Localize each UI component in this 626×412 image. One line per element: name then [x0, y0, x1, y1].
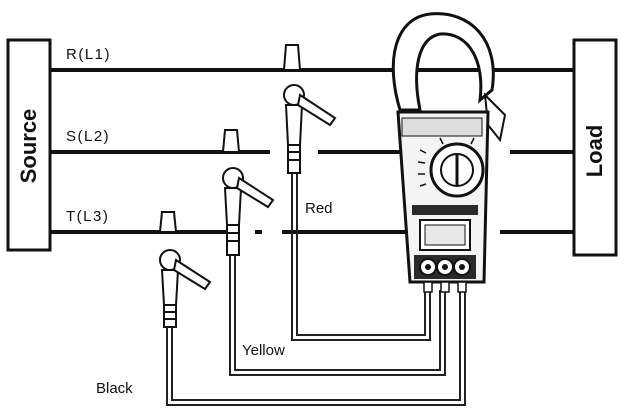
source-label: Source — [16, 108, 41, 184]
clamp-meter — [391, 12, 507, 293]
line-t-label: T(L3) — [66, 208, 110, 225]
red-lead-label: Red — [305, 200, 333, 217]
clamp-jaw — [391, 12, 495, 112]
line-s-label: S(L2) — [66, 128, 111, 145]
yellow-lead-wire — [229, 240, 446, 376]
source-panel — [6, 38, 52, 252]
load-panel — [572, 38, 618, 257]
black-lead-label: Black — [96, 380, 133, 397]
red-lead-wire — [291, 170, 431, 341]
load-label: Load — [582, 124, 607, 178]
black-lead-wire — [166, 290, 466, 406]
yellow-lead-label: Yellow — [242, 342, 285, 359]
black-clip — [158, 211, 212, 328]
line-r-label: R(L1) — [66, 46, 112, 63]
yellow-clip — [221, 129, 275, 256]
red-clip — [282, 44, 337, 174]
